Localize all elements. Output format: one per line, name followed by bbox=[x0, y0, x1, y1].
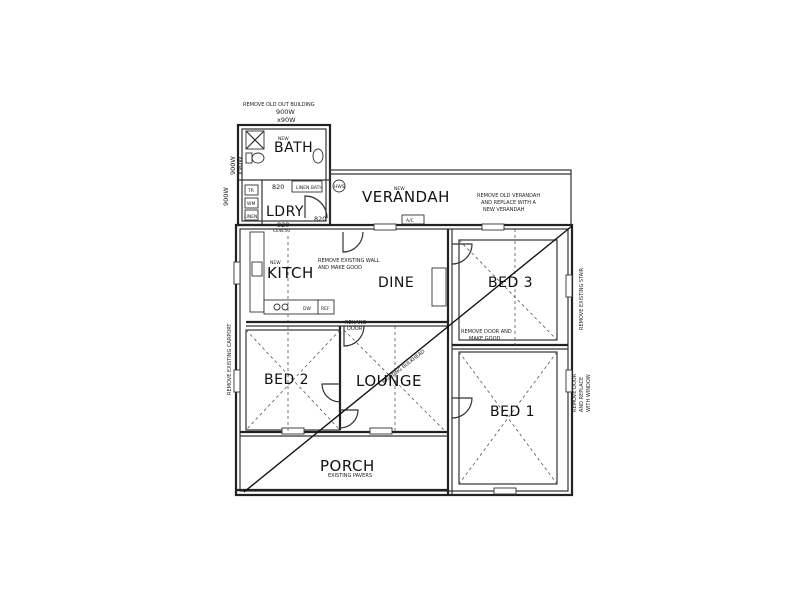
sink-icon bbox=[251, 261, 263, 277]
door-swing-bed1 bbox=[451, 397, 473, 419]
label-dw: DW bbox=[303, 306, 311, 312]
dim-900-top: 900W bbox=[276, 108, 295, 116]
label-wm: WM bbox=[247, 201, 255, 207]
label-linen-bath: LINEN BATH bbox=[296, 185, 323, 191]
stove-icon-2 bbox=[281, 303, 289, 311]
label-cew: CEW.50 bbox=[273, 228, 290, 234]
note-remove-wall-1: REMOVE EXISTING WALL bbox=[318, 258, 380, 264]
porch-label: PORCH bbox=[320, 457, 375, 475]
fridge-icon bbox=[317, 299, 335, 315]
note-rehang-1: REHANG bbox=[345, 320, 367, 326]
bed2-label: BED 2 bbox=[264, 372, 309, 388]
shower-icon bbox=[245, 130, 265, 150]
note-door-window-2: AND REPLACE bbox=[579, 377, 585, 412]
linen-left-cupboard bbox=[244, 209, 259, 221]
note-door-window-3: WITH WINDOW bbox=[586, 374, 592, 412]
washing-machine-icon bbox=[244, 197, 259, 209]
verandah-new-label: NEW bbox=[394, 186, 405, 192]
hws-icon bbox=[332, 179, 346, 193]
window-bed3-top bbox=[481, 223, 505, 231]
bath-label: BATH bbox=[274, 140, 313, 156]
main-house bbox=[233, 223, 574, 497]
kitchen-bench-bottom bbox=[263, 299, 321, 315]
door-swing-lounge bbox=[339, 409, 359, 429]
window-left-kitch bbox=[233, 261, 241, 285]
dim-900-left1: 900W bbox=[222, 187, 230, 206]
stove-icon bbox=[273, 303, 281, 311]
laundry-tub-icon bbox=[244, 184, 259, 196]
lounge-label: LOUNGE bbox=[356, 372, 422, 390]
dim-820-a: 820 bbox=[272, 183, 284, 191]
label-tr: TR bbox=[247, 188, 254, 194]
door-swing-rehang bbox=[343, 325, 365, 347]
dim-820-c: 820 bbox=[314, 215, 326, 223]
note-verandah-1: REMOVE OLD VERANDAH bbox=[477, 193, 540, 199]
toilet-icon bbox=[245, 152, 265, 164]
label-linen-left: LINEN bbox=[244, 214, 257, 220]
note-verandah-2: AND REPLACE WITH A bbox=[481, 200, 537, 206]
window-dine-top bbox=[373, 223, 397, 231]
bed1-label: BED 1 bbox=[490, 404, 535, 420]
bath-new-label: NEW bbox=[278, 136, 289, 142]
label-hws: HWS bbox=[334, 184, 345, 190]
note-remove-door-1: REMOVE DOOR AND bbox=[461, 329, 512, 335]
window-lounge-bottom bbox=[369, 427, 393, 435]
kitch-new-label: NEW bbox=[270, 260, 281, 266]
door-swing-bed2 bbox=[321, 383, 341, 403]
note-remove-carport: REMOVE EXISTING CARPORT bbox=[227, 323, 233, 395]
note-remove-door-2: MAKE GOOD bbox=[469, 336, 501, 342]
note-remove-stair: REMOVE EXISTING STAIR bbox=[579, 267, 585, 330]
door-swing bbox=[304, 195, 328, 219]
kitch-label: KITCH bbox=[267, 264, 314, 282]
window-bed1-bottom bbox=[493, 487, 517, 495]
note-existing-pavers: EXISTING PAVERS bbox=[328, 473, 372, 479]
window-bed2-bottom bbox=[281, 427, 305, 435]
note-remove-wall-2: AND MAKE GOOD bbox=[318, 265, 362, 271]
dim-900-left3: x90W bbox=[236, 156, 244, 175]
linen-bath-cupboard bbox=[291, 180, 323, 193]
note-remove-outbuilding: REMOVE OLD OUT BUILDING bbox=[243, 102, 315, 108]
note-door-window-1: REMOVE DOOR bbox=[572, 373, 578, 412]
window-bed2-left bbox=[233, 369, 241, 393]
verandah-label: VERANDAH bbox=[362, 188, 450, 206]
bed3-label: BED 3 bbox=[488, 275, 533, 291]
window-right-bed3 bbox=[565, 274, 573, 298]
dine-label: DINE bbox=[378, 275, 414, 291]
window-dine-right bbox=[431, 267, 447, 307]
dim-900-left2: 900W bbox=[229, 156, 237, 175]
ldry-label: LDRY bbox=[266, 204, 304, 220]
note-verandah-3: NEW VERANDAH bbox=[483, 207, 525, 213]
dim-900-top2: x90W bbox=[277, 116, 296, 124]
window-right-bed1 bbox=[565, 369, 573, 393]
label-ac: A/C bbox=[406, 218, 414, 224]
door-swing-kitch bbox=[342, 231, 364, 253]
diagonal-removal-line bbox=[243, 225, 573, 493]
note-rehang-2: DOOR bbox=[347, 326, 363, 332]
label-ref: REF bbox=[321, 306, 330, 312]
dim-820-b: 820 bbox=[277, 221, 289, 229]
basin-icon bbox=[312, 148, 324, 164]
door-swing-bed3 bbox=[451, 243, 473, 265]
